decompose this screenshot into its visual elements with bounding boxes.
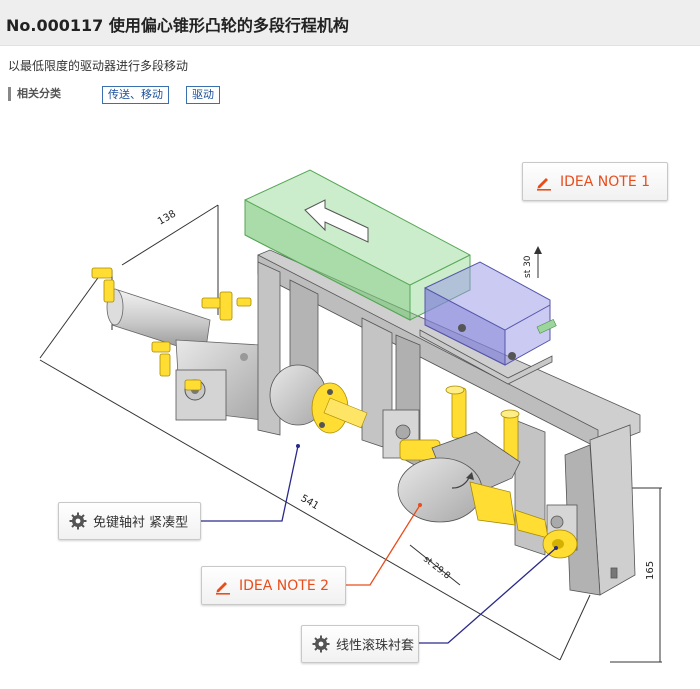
gear-icon bbox=[312, 635, 330, 653]
linear-ball-bushing-button[interactable]: 线性滚珠衬套 bbox=[301, 625, 419, 663]
title-bar: No.000117 使用偏心锥形凸轮的多段行程机构 bbox=[0, 0, 700, 46]
dimension-st298: st 29.8 bbox=[421, 554, 452, 581]
pencil-icon bbox=[216, 581, 230, 595]
air-cylinder bbox=[106, 288, 263, 421]
dimension-138: 138 bbox=[156, 209, 178, 228]
linear-ball-bushing bbox=[542, 529, 578, 559]
stroke-arrow-up-icon bbox=[534, 246, 542, 254]
category-tag-conveyance[interactable]: 传送、移动 bbox=[102, 86, 169, 104]
idea-note-1-button[interactable]: IDEA NOTE 1 bbox=[522, 162, 668, 201]
dimension-lines bbox=[39, 204, 662, 663]
gear-icon bbox=[69, 512, 87, 530]
page-title: No.000117 使用偏心锥形凸轮的多段行程机构 bbox=[6, 16, 349, 35]
idea-note-2-button[interactable]: IDEA NOTE 2 bbox=[201, 566, 346, 605]
guide-shafts bbox=[399, 385, 520, 463]
idea-note-1-label: IDEA NOTE 1 bbox=[560, 173, 651, 190]
category-tag-drive[interactable]: 驱动 bbox=[186, 86, 220, 104]
leader-lines bbox=[200, 445, 557, 644]
linear-ball-bushing-label: 线性滚珠衬套 bbox=[336, 638, 415, 654]
dimension-st30: st 30 bbox=[523, 255, 533, 278]
keyless-bushing-label: 免键轴衬 紧凑型 bbox=[93, 515, 189, 531]
idea-note-2-label: IDEA NOTE 2 bbox=[239, 577, 330, 594]
page-subtitle: 以最低限度的驱动器进行多段移动 bbox=[8, 59, 189, 73]
leader-dot bbox=[418, 503, 422, 507]
pencil-icon bbox=[537, 177, 551, 191]
category-label: 相关分类 bbox=[8, 87, 61, 101]
direction-arrow-icon bbox=[304, 199, 369, 243]
leader-dot bbox=[296, 444, 300, 448]
air-fittings bbox=[91, 267, 252, 391]
leader-dot bbox=[554, 546, 558, 550]
moving-block-green bbox=[244, 169, 471, 321]
dimension-165: 165 bbox=[645, 561, 656, 580]
dimension-541: 541 bbox=[299, 493, 321, 512]
moving-block-blue bbox=[419, 261, 557, 385]
keyless-bushing bbox=[269, 364, 368, 434]
keyless-bushing-button[interactable]: 免键轴衬 紧凑型 bbox=[58, 502, 201, 540]
